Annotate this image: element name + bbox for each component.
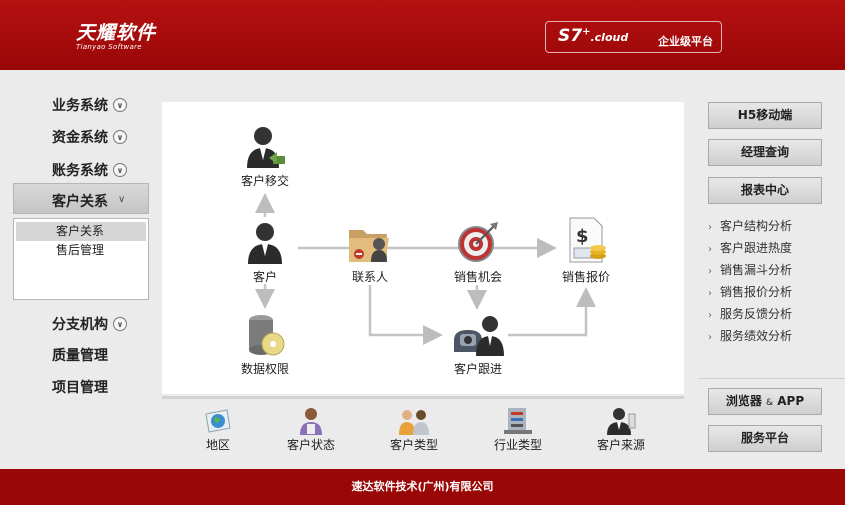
chevron-right-icon: › [708, 266, 712, 277]
chevron-down-icon: ∨ [113, 163, 127, 177]
chevron-double-down-icon: ∨ [118, 194, 126, 205]
bottom-item-industry-type[interactable]: 行业类型 [478, 406, 558, 453]
report-center-button[interactable]: 报表中心 [708, 177, 822, 204]
person-source-icon [607, 408, 636, 435]
chevron-down-icon: ∨ [113, 317, 127, 331]
report-link-sales-funnel[interactable]: ›销售漏斗分析 [708, 263, 793, 277]
node-customer[interactable]: 客户 [225, 220, 305, 285]
sidebar-item-funds[interactable]: 资金系统∨ [52, 127, 127, 147]
people-group-icon [399, 410, 429, 435]
submenu-item-crm[interactable]: 客户关系 [16, 222, 146, 241]
chevron-right-icon: › [708, 332, 712, 343]
svg-text:$: $ [576, 226, 589, 247]
report-link-customer-structure[interactable]: ›客户结构分析 [708, 219, 793, 233]
browser-app-button[interactable]: 浏览器 & APP [708, 388, 822, 415]
product-name: S7+.cloud [558, 26, 629, 46]
flow-arrows [255, 193, 596, 345]
node-label: 销售机会 [453, 270, 502, 284]
right-divider [698, 378, 845, 379]
service-platform-button[interactable]: 服务平台 [708, 425, 822, 452]
node-contact[interactable]: 联系人 [330, 220, 410, 285]
node-sales-quote[interactable]: $ 销售报价 [546, 216, 626, 285]
report-link-service-feedback[interactable]: ›服务反馈分析 [708, 307, 793, 321]
database-disc-icon [249, 315, 285, 356]
crm-flow-panel: 客户移交 客户 数据权限 联系人 [162, 102, 684, 394]
chevron-right-icon: › [708, 310, 712, 321]
person-icon [248, 223, 282, 264]
bottom-label: 行业类型 [493, 438, 542, 452]
sidebar-item-accounting[interactable]: 账务系统∨ [52, 160, 127, 180]
chevron-right-icon: › [708, 244, 712, 255]
chevron-down-icon: ∨ [113, 98, 127, 112]
arrow-contact-to-followup [368, 285, 443, 345]
chevron-right-icon: › [708, 222, 712, 233]
logo-english: Tianyao Software [76, 43, 142, 51]
app-header: 天耀软件 Tianyao Software S7+.cloud 企业级平台 [0, 0, 845, 70]
crm-submenu: 客户关系 售后管理 [13, 218, 149, 300]
bottom-label: 客户类型 [389, 438, 438, 452]
sidebar-item-projects[interactable]: 项目管理 [52, 380, 108, 396]
bottom-item-region[interactable]: 地区 [178, 406, 258, 453]
node-label: 数据权限 [240, 362, 289, 376]
bottom-label: 地区 [205, 438, 230, 452]
h5-mobile-button[interactable]: H5移动端 [708, 102, 822, 129]
bottom-item-customer-source[interactable]: 客户来源 [581, 406, 661, 453]
product-tagline: 企业级平台 [658, 35, 713, 48]
node-customer-followup[interactable]: 客户跟进 [438, 312, 518, 377]
sidebar-item-branches[interactable]: 分支机构∨ [52, 314, 127, 334]
sidebar-item-crm[interactable]: 客户关系 ∨ [13, 183, 149, 214]
contact-folder-icon [349, 230, 389, 262]
report-link-followup-heat[interactable]: ›客户跟进热度 [708, 241, 793, 255]
app-footer: 速达软件技术(广州)有限公司 [0, 469, 845, 505]
person-status-icon [300, 408, 322, 435]
bottom-label: 客户来源 [596, 438, 645, 452]
globe-map-icon [205, 409, 231, 433]
chevron-down-icon: ∨ [113, 130, 127, 144]
node-customer-transfer[interactable]: 客户移交 [225, 124, 305, 189]
node-label: 客户移交 [240, 174, 289, 188]
report-link-service-performance[interactable]: ›服务绩效分析 [708, 329, 793, 343]
bottom-item-customer-status[interactable]: 客户状态 [271, 406, 351, 453]
sidebar-item-business[interactable]: 业务系统∨ [52, 95, 127, 115]
bottom-label: 客户状态 [286, 438, 335, 452]
quote-document-icon: $ [569, 217, 606, 263]
node-label: 客户 [252, 270, 277, 284]
chevron-right-icon: › [708, 288, 712, 299]
node-label: 联系人 [351, 270, 388, 284]
target-icon [458, 222, 498, 262]
report-link-sales-quote[interactable]: ›销售报价分析 [708, 285, 793, 299]
industry-stack-icon [504, 408, 532, 434]
node-data-permission[interactable]: 数据权限 [225, 312, 305, 377]
node-sales-opportunity[interactable]: 销售机会 [438, 220, 518, 285]
logo-chinese: 天耀软件 [76, 22, 157, 44]
product-badge: S7+.cloud 企业级平台 [545, 21, 722, 53]
person-transfer-icon [247, 127, 285, 168]
bottom-item-customer-type[interactable]: 客户类型 [374, 406, 454, 453]
node-label: 销售报价 [561, 270, 610, 284]
arrow-followup-to-quote [508, 287, 596, 337]
sidebar-item-quality[interactable]: 质量管理 [52, 348, 108, 364]
submenu-item-aftersales[interactable]: 售后管理 [56, 243, 105, 257]
panel-divider [162, 396, 684, 399]
company-logo: 天耀软件 Tianyao Software [76, 18, 156, 51]
manager-query-button[interactable]: 经理查询 [708, 139, 822, 166]
phone-person-icon [454, 316, 504, 356]
node-label: 客户跟进 [453, 362, 502, 376]
